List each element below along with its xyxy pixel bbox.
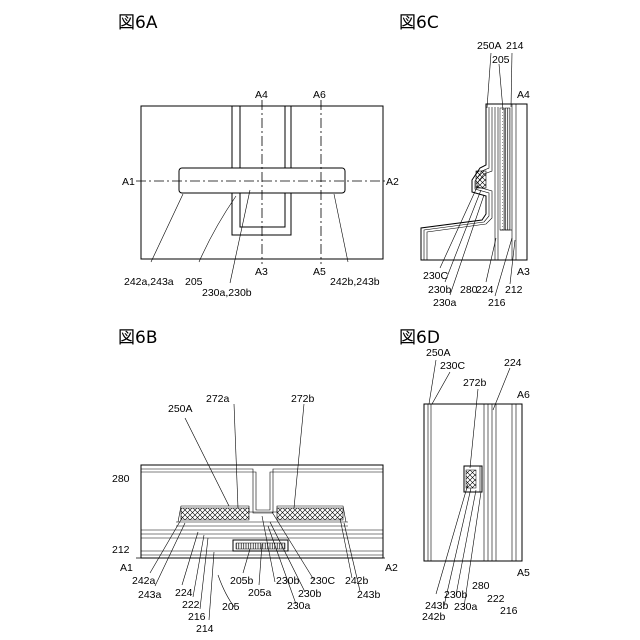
leader-242b-6d [436,484,468,594]
label-242a-6b: 242a [132,575,156,587]
label-224-6b: 224 [175,587,193,599]
leader-230c-6c [440,185,478,268]
leader-216-6b [200,538,208,609]
label-a2-6b: A2 [385,562,398,574]
label-242a-243a: 242a,243a [124,276,174,288]
leader-214-6b [209,552,214,620]
label-250a-6d: 250A [426,347,451,359]
label-214-6c: 214 [506,40,524,52]
leader-205b-6b [243,549,250,573]
label-a4: A4 [255,89,268,101]
label-a3-6c: A3 [517,266,530,278]
label-230c-6b: 230C [310,575,336,587]
leader-230a-6c [450,195,484,295]
figure-6b: 図6B [112,328,398,635]
label-205b-6b: 205b [230,575,254,587]
label-230a-6b: 230a [287,600,311,612]
conductor-242b [277,508,343,520]
leader-272b-6d [470,389,478,468]
leader-243a-6b [155,523,185,586]
figure-6d: 図6D 250A 230C 224 A6 272b A5 230b 280 2 [399,328,530,623]
label-205-6c: 205 [492,54,510,66]
leader-242b [334,194,348,262]
film-250a-6b [141,469,383,513]
label-250a-6c: 250A [477,40,502,52]
label-242b-6b: 242b [345,575,369,587]
leader-205 [199,196,236,262]
label-272b-6d: 272b [463,377,487,389]
oxide-230-inner [240,106,285,227]
label-a2: A2 [386,176,399,188]
label-280-6d: 280 [472,580,490,592]
leader-250a-6d [429,360,436,404]
label-a5-6d: A5 [517,567,530,579]
leader-214-6c [511,53,512,107]
leader-242a-6b [150,518,182,573]
film-230c-6b [141,472,383,510]
figure-6c: 図6C 250A 214 205 A4 A3 230C 230b 230a 2 [399,13,530,309]
label-230c-6d: 230C [440,360,466,372]
figure-6d-title: 図6D [399,328,440,348]
label-a1: A1 [122,176,135,188]
label-205a-6b: 205a [248,587,272,599]
label-a1-6b: A1 [120,562,133,574]
label-a3: A3 [255,266,268,278]
leader-250a-6b [185,418,229,506]
conductor-242a [181,508,249,520]
label-a6: A6 [313,89,326,101]
label-224-6c: 224 [476,284,494,296]
label-205: 205 [185,276,203,288]
label-205-6b: 205 [222,601,240,613]
leader-242b-6b [340,518,352,578]
label-272a: 272a [206,393,230,405]
label-a6-6d: A6 [517,389,530,401]
label-212-6c: 212 [505,284,523,296]
label-230a-230b: 230a,230b [202,287,252,299]
layer-205 [500,108,504,230]
leader-230b-6c [445,190,481,282]
leader-212-6c [510,240,515,284]
figure-6a-title: 図6A [118,13,158,33]
label-242b-243b: 242b,243b [330,276,380,288]
label-230b-6b-2: 230b [298,588,322,600]
label-a5: A5 [313,266,326,278]
label-230b-6c: 230b [428,284,452,296]
label-230a-6c: 230a [433,297,457,309]
label-222-6d: 222 [487,593,505,605]
label-250a-6b: 250A [168,403,193,415]
label-243a-6b: 243a [138,589,162,601]
leader-272b [294,404,304,508]
label-216-6c: 216 [488,297,506,309]
label-224-6d: 224 [504,357,522,369]
label-230c-6c: 230C [423,270,449,282]
layer-214 [505,108,510,230]
section-6c-frame [421,104,527,260]
conductor-205b-6b [236,543,285,549]
figure-6b-title: 図6B [118,328,157,348]
label-216-6d: 216 [500,605,518,617]
label-214-6b: 214 [196,623,214,635]
label-243b-6d: 243b [425,600,449,612]
label-222-6b: 222 [182,599,200,611]
leader-272a [234,404,238,508]
leader-242a [151,194,183,262]
label-243b-6b: 243b [357,589,381,601]
leader-230c-6d [432,372,450,404]
leader-250a-6c [487,53,491,108]
label-242b-6d: 242b [422,611,446,623]
label-212-6b: 212 [112,544,130,556]
label-216-6b: 216 [188,611,206,623]
label-230a-6d: 230a [454,601,478,613]
label-230b-6b-1: 230b [276,575,300,587]
label-280-6b: 280 [112,473,130,485]
figure-6a: 図6A A1 A2 A4 A6 A3 A5 242a,243a 205 230a… [118,13,399,299]
leader-205-6c [499,64,503,110]
figure-6c-title: 図6C [399,13,439,33]
label-272b: 272b [291,393,315,405]
label-a4-6c: A4 [517,89,530,101]
